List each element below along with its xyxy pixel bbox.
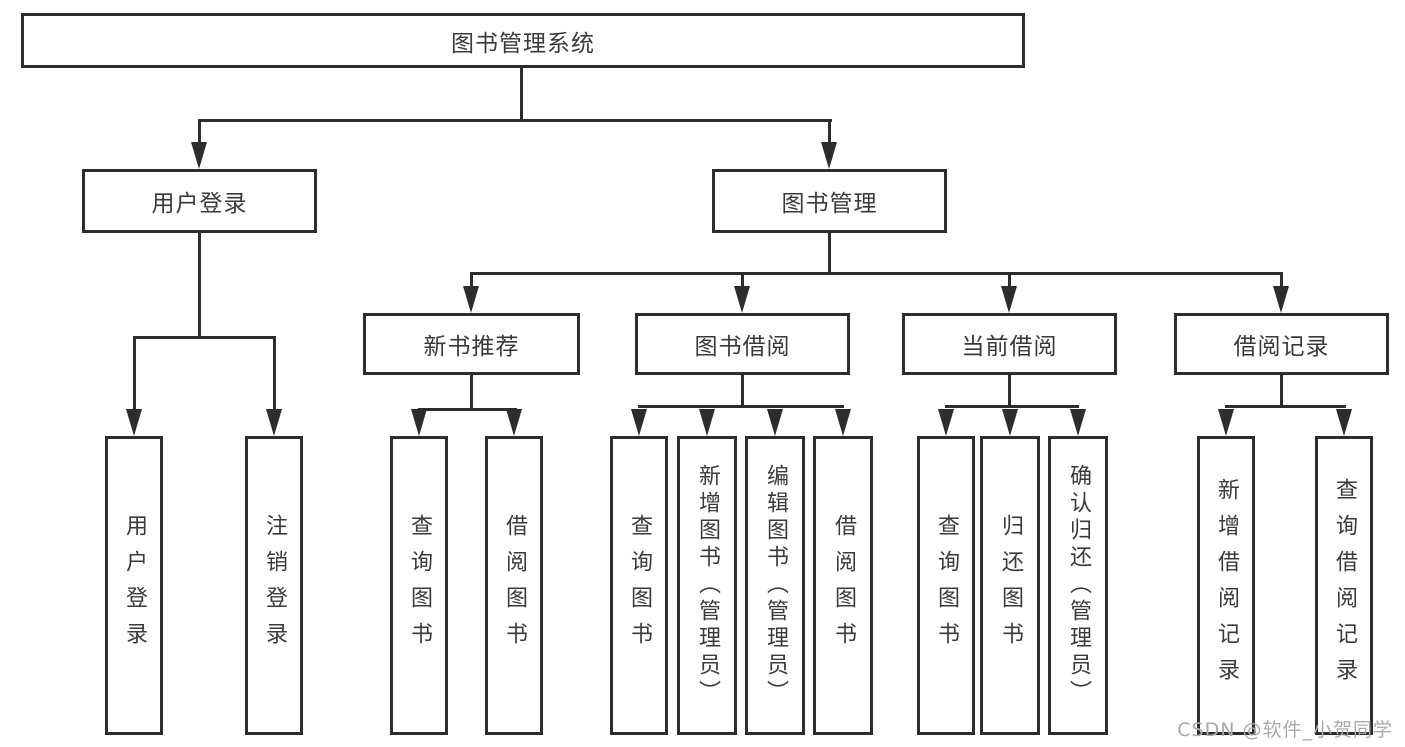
leaf-edit-book-admin-label: 编辑图书（管理员） bbox=[763, 464, 788, 707]
node-borrow-records: 借阅记录 bbox=[1174, 313, 1389, 375]
leaf-query-books-borrow-label: 查询图书 bbox=[627, 513, 652, 658]
leaf-user-login: 用户登录 bbox=[105, 436, 163, 735]
node-root: 图书管理系统 bbox=[21, 13, 1025, 68]
arrow-down-icon bbox=[938, 409, 954, 436]
connector-line bbox=[520, 66, 523, 122]
leaf-query-books-current-label: 查询图书 bbox=[934, 513, 959, 658]
connector-line bbox=[470, 272, 473, 290]
connector-line bbox=[1280, 272, 1283, 290]
arrow-down-icon bbox=[835, 409, 851, 436]
node-current-borrow: 当前借阅 bbox=[902, 313, 1117, 375]
node-new-book-recommend-label: 新书推荐 bbox=[423, 334, 520, 360]
node-book-borrow-label: 图书借阅 bbox=[694, 334, 791, 360]
arrow-down-icon bbox=[1001, 286, 1017, 313]
node-root-label: 图书管理系统 bbox=[451, 30, 595, 57]
arrow-down-icon bbox=[411, 409, 427, 436]
leaf-query-borrow-record-label: 查询借阅记录 bbox=[1332, 477, 1357, 694]
arrow-down-icon bbox=[1273, 286, 1289, 313]
leaf-borrow-books-label: 借阅图书 bbox=[831, 513, 856, 658]
arrow-down-icon bbox=[463, 286, 479, 313]
leaf-borrow-books-recommend-label: 借阅图书 bbox=[502, 513, 527, 658]
connector-line bbox=[273, 336, 276, 412]
leaf-return-book: 归还图书 bbox=[980, 436, 1040, 735]
leaf-query-books-recommend-label: 查询图书 bbox=[407, 513, 432, 658]
connector-line bbox=[638, 405, 844, 408]
node-book-borrow: 图书借阅 bbox=[635, 313, 850, 375]
node-user-login: 用户登录 bbox=[82, 169, 317, 233]
connector-line bbox=[741, 373, 744, 408]
leaf-query-books-borrow: 查询图书 bbox=[610, 436, 668, 735]
connector-line bbox=[133, 336, 136, 412]
connector-line bbox=[741, 272, 744, 290]
node-book-management: 图书管理 bbox=[712, 169, 947, 233]
connector-line bbox=[945, 405, 1079, 408]
leaf-logout-login: 注销登录 bbox=[245, 436, 303, 735]
arrow-down-icon bbox=[506, 409, 522, 436]
leaf-query-borrow-record: 查询借阅记录 bbox=[1315, 436, 1373, 735]
connector-line bbox=[198, 119, 201, 147]
connector-line bbox=[1225, 405, 1346, 408]
leaf-add-borrow-record: 新增借阅记录 bbox=[1197, 436, 1255, 735]
arrow-down-icon bbox=[821, 142, 837, 169]
node-book-management-label: 图书管理 bbox=[781, 191, 878, 217]
arrow-down-icon bbox=[1218, 409, 1234, 436]
arrow-down-icon bbox=[191, 142, 207, 169]
connector-line bbox=[133, 336, 276, 339]
leaf-confirm-return-admin: 确认归还（管理员） bbox=[1048, 436, 1108, 735]
arrow-down-icon bbox=[266, 409, 282, 436]
arrow-down-icon bbox=[126, 409, 142, 436]
connector-line bbox=[828, 231, 831, 275]
connector-line bbox=[198, 231, 201, 339]
connector-line bbox=[1008, 373, 1011, 408]
leaf-confirm-return-admin-label: 确认归还（管理员） bbox=[1066, 464, 1091, 707]
leaf-borrow-books: 借阅图书 bbox=[813, 436, 873, 735]
leaf-query-books-current: 查询图书 bbox=[917, 436, 975, 735]
node-user-login-label: 用户登录 bbox=[151, 191, 248, 217]
arrow-down-icon bbox=[1070, 409, 1086, 436]
leaf-edit-book-admin: 编辑图书（管理员） bbox=[745, 436, 805, 735]
connector-line bbox=[470, 373, 473, 411]
node-new-book-recommend: 新书推荐 bbox=[363, 313, 580, 375]
arrow-down-icon bbox=[1002, 409, 1018, 436]
arrow-down-icon bbox=[1336, 409, 1352, 436]
leaf-return-book-label: 归还图书 bbox=[998, 513, 1023, 658]
connector-line bbox=[418, 408, 517, 411]
connector-line bbox=[470, 272, 1282, 275]
leaf-logout-login-label: 注销登录 bbox=[262, 513, 287, 658]
node-borrow-records-label: 借阅记录 bbox=[1233, 334, 1330, 360]
leaf-user-login-label: 用户登录 bbox=[122, 513, 147, 658]
node-current-borrow-label: 当前借阅 bbox=[961, 334, 1058, 360]
leaf-add-book-admin-label: 新增图书（管理员） bbox=[695, 464, 720, 707]
arrow-down-icon bbox=[767, 409, 783, 436]
connector-line bbox=[198, 119, 832, 122]
leaf-query-books-recommend: 查询图书 bbox=[390, 436, 448, 735]
leaf-add-book-admin: 新增图书（管理员） bbox=[677, 436, 737, 735]
connector-line bbox=[828, 119, 831, 147]
watermark: CSDN @软件_小贺同学 bbox=[1177, 719, 1393, 741]
arrow-down-icon bbox=[734, 286, 750, 313]
connector-line bbox=[1008, 272, 1011, 290]
arrow-down-icon bbox=[699, 409, 715, 436]
leaf-borrow-books-recommend: 借阅图书 bbox=[485, 436, 543, 735]
arrow-down-icon bbox=[631, 409, 647, 436]
leaf-add-borrow-record-label: 新增借阅记录 bbox=[1214, 477, 1239, 694]
connector-line bbox=[1280, 373, 1283, 408]
